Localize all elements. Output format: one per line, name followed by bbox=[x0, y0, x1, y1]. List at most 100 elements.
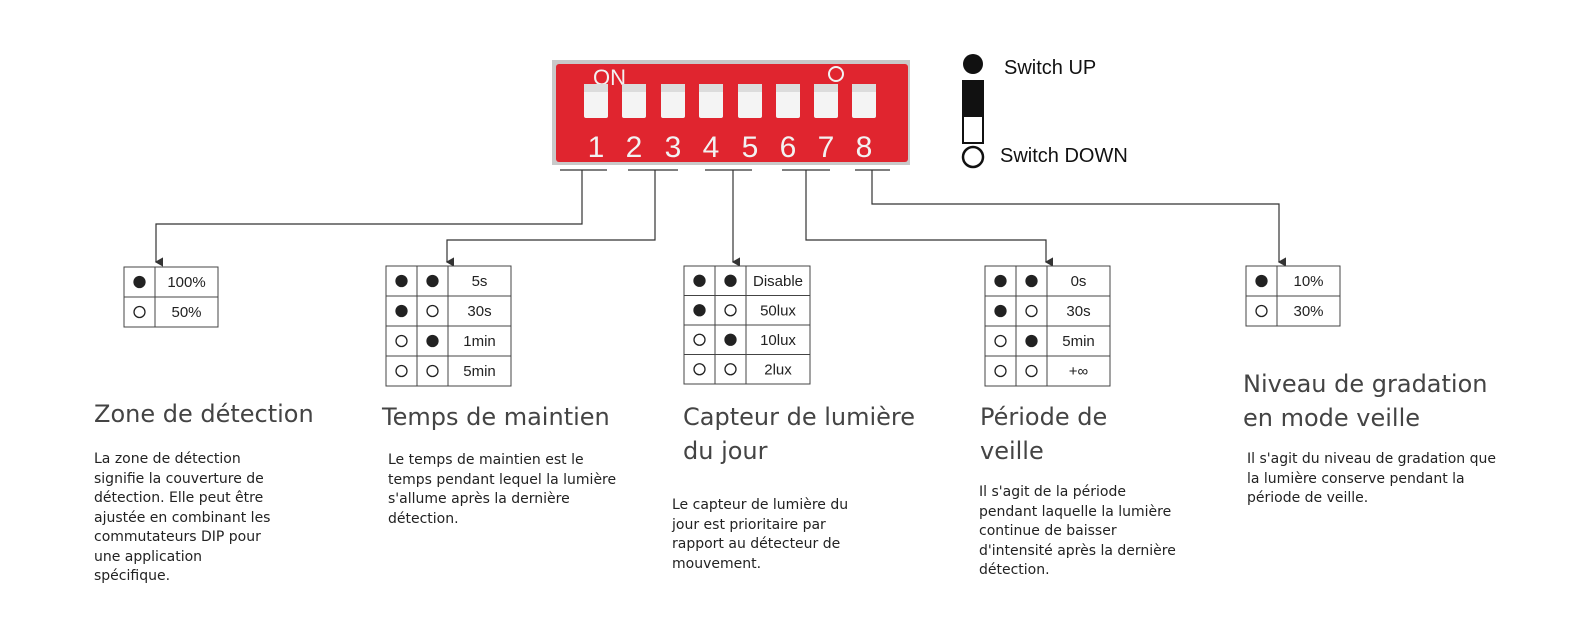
table-value: Disable bbox=[753, 273, 803, 290]
section-desc-capteur-lumiere: Le capteur de lumière du jour est priori… bbox=[672, 497, 849, 572]
table-value: 50lux bbox=[760, 302, 796, 319]
dip-logo-icon bbox=[828, 66, 844, 82]
table-cell bbox=[1015, 355, 1048, 387]
section-title-zone-detection: Zone de détection bbox=[94, 400, 314, 428]
dip-slot-8 bbox=[852, 84, 876, 118]
switch-down-dot-icon bbox=[693, 333, 706, 346]
switch-down-dot-icon bbox=[724, 304, 737, 317]
table-value-cell bbox=[1046, 265, 1111, 297]
switch-down-dot-icon bbox=[994, 364, 1007, 378]
section-title-niveau-gradation: Niveau de gradation en mode veille bbox=[1243, 370, 1488, 432]
table-value: 10% bbox=[1293, 273, 1323, 290]
table-value-cell bbox=[1046, 295, 1111, 327]
switch-down-dot-icon bbox=[1025, 304, 1038, 318]
dip-slot-shade-6 bbox=[776, 84, 800, 92]
table-periode-veille: 0s 30s 5min +∞ bbox=[984, 265, 1111, 387]
section-desc-niveau-gradation: Il s'agit du niveau de gradation que la … bbox=[1247, 451, 1496, 506]
table-value-cell bbox=[447, 355, 512, 387]
section-desc-zone-detection: La zone de détection signifie la couvert… bbox=[94, 451, 271, 584]
connector-niveau-gradation bbox=[871, 170, 1287, 267]
switch-state-icon-fill bbox=[963, 81, 983, 117]
table-value-cell bbox=[745, 265, 811, 296]
dip-slot-shade-3 bbox=[661, 84, 685, 92]
switch-down-dot-icon bbox=[994, 334, 1007, 348]
dip-slot-5 bbox=[738, 84, 762, 118]
dip-slot-2 bbox=[622, 84, 646, 118]
table-value-cell bbox=[745, 354, 811, 385]
switch-up-dot-icon bbox=[994, 304, 1007, 318]
switch-up-dot-icon bbox=[693, 274, 706, 287]
switch-up-dot-icon bbox=[1255, 274, 1268, 288]
table-value-cell bbox=[447, 295, 512, 327]
switch-down-dot-icon bbox=[1025, 364, 1038, 378]
switch-up-dot-icon bbox=[133, 275, 146, 289]
switch-down-dot-icon bbox=[426, 364, 439, 378]
switch-up-dot-icon bbox=[1025, 334, 1038, 348]
table-capteur-lumiere: Disable 50lux 10lux 2lux bbox=[683, 265, 811, 385]
section-desc-temps-maintien: Le temps de maintien est le temps pendan… bbox=[388, 452, 617, 527]
switch-up-dot-icon bbox=[426, 274, 439, 288]
switch-up-dot-icon bbox=[1025, 274, 1038, 288]
dip-slot-6 bbox=[776, 84, 800, 118]
table-value: 10lux bbox=[760, 332, 796, 349]
switch-up-dot-icon bbox=[963, 54, 983, 74]
section-desc-periode-veille: Il s'agit de la période pendant laquelle… bbox=[979, 484, 1176, 578]
table-value-cell bbox=[745, 324, 811, 355]
table-value: +∞ bbox=[1069, 363, 1089, 380]
switch-down-dot-icon bbox=[395, 364, 408, 378]
section-title-capteur-lumiere: Capteur de lumière du jour bbox=[683, 403, 916, 465]
connector-temps-maintien bbox=[445, 170, 656, 267]
switch-down-dot-icon bbox=[693, 363, 706, 376]
dip-slot-shade-8 bbox=[852, 84, 876, 92]
table-value-cell bbox=[1276, 295, 1341, 327]
switch-up-dot-icon bbox=[426, 334, 439, 348]
dip-slot-3 bbox=[661, 84, 685, 118]
legend: Switch UP Switch DOWN bbox=[961, 54, 1128, 169]
table-value: 2lux bbox=[764, 361, 792, 378]
table-value: 0s bbox=[1071, 273, 1087, 290]
dip-slot-shade-4 bbox=[699, 84, 723, 92]
table-value: 5min bbox=[1062, 333, 1095, 350]
table-zone-detection: 100%50% bbox=[123, 266, 219, 328]
table-niveau-gradation: 10%30% bbox=[1245, 265, 1341, 327]
table-value: 30s bbox=[1066, 303, 1090, 320]
switch-up-dot-icon bbox=[724, 274, 737, 287]
dip-number-5: 5 bbox=[742, 131, 759, 164]
switch-down-dot-icon bbox=[133, 305, 146, 319]
dip-number-8: 8 bbox=[856, 131, 873, 164]
switch-up-dot-icon bbox=[994, 274, 1007, 288]
table-cell bbox=[123, 266, 156, 298]
switch-down-dot-icon bbox=[961, 145, 985, 169]
switch-up-dot-icon bbox=[395, 304, 408, 318]
switch-down-dot-icon bbox=[395, 334, 408, 348]
legend-up-label: Switch UP bbox=[1004, 57, 1096, 79]
switch-down-dot-icon bbox=[426, 304, 439, 318]
table-value: 50% bbox=[171, 304, 201, 321]
connector-periode-veille bbox=[805, 170, 1054, 267]
switch-up-dot-icon bbox=[724, 333, 737, 346]
table-value-cell bbox=[1276, 265, 1341, 297]
table-value-cell bbox=[447, 265, 512, 297]
table-value: 30s bbox=[467, 303, 491, 320]
table-cell bbox=[683, 265, 716, 296]
switch-up-dot-icon bbox=[395, 274, 408, 288]
switch-down-dot-icon bbox=[1255, 304, 1268, 318]
section-title-temps-maintien: Temps de maintien bbox=[382, 403, 610, 431]
dip-number-6: 6 bbox=[780, 131, 797, 164]
table-value: 5min bbox=[463, 363, 496, 380]
dip-slot-shade-1 bbox=[584, 84, 608, 92]
connector-zone-detection bbox=[154, 170, 583, 267]
table-value: 1min bbox=[463, 333, 496, 350]
table-value-cell bbox=[745, 295, 811, 326]
table-value-cell bbox=[1046, 355, 1111, 387]
dip-number-2: 2 bbox=[626, 131, 643, 164]
dip-number-4: 4 bbox=[703, 131, 720, 164]
dip-slot-7 bbox=[814, 84, 838, 118]
dip-number-1: 1 bbox=[588, 131, 605, 164]
dip-slot-shade-2 bbox=[622, 84, 646, 92]
dip-slot-1 bbox=[584, 84, 608, 118]
table-value-cell bbox=[154, 296, 219, 328]
